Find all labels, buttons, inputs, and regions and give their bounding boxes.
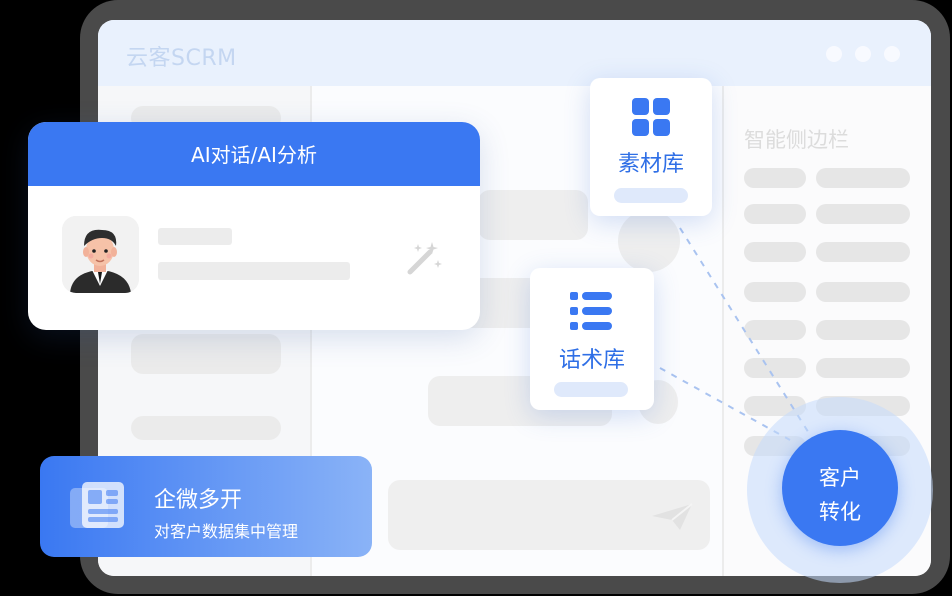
sidebar-tag [744, 204, 806, 224]
enterprise-wechat-title: 企微多开 [154, 488, 243, 513]
enterprise-wechat-card[interactable]: 企微多开 对客户数据集中管理 [40, 456, 372, 557]
ai-text-placeholder [158, 228, 232, 245]
sidebar-tag [744, 358, 806, 378]
sidebar-tag [816, 320, 910, 340]
library-bar-placeholder [554, 382, 628, 397]
nav-placeholder [131, 334, 281, 374]
sidebar-tag [744, 282, 806, 302]
sidebar-tag [816, 168, 910, 188]
app-window: 云客SCRM 智能侧边栏 [98, 20, 931, 576]
sidebar-tag [744, 242, 806, 262]
window-layout-icon [70, 482, 124, 528]
library-bar-placeholder [614, 188, 688, 203]
conversion-label-line2: 转化 [819, 500, 861, 524]
sidebar-title: 智能侧边栏 [744, 128, 849, 152]
app-title: 云客SCRM [126, 46, 237, 71]
material-library-card[interactable]: 素材库 [590, 78, 712, 216]
conversion-label-line1: 客户 [819, 466, 861, 490]
chat-avatar-placeholder [618, 210, 680, 272]
script-library-card[interactable]: 话术库 [530, 268, 654, 410]
send-icon[interactable] [650, 502, 694, 532]
material-library-label: 素材库 [617, 152, 684, 177]
customer-conversion-badge[interactable]: 客户 转化 [782, 430, 898, 546]
window-dot-1[interactable] [826, 46, 842, 62]
ai-dialog-card[interactable]: AI对话/AI分析 [28, 122, 480, 330]
script-library-label: 话术库 [558, 348, 625, 373]
sidebar-tag [744, 168, 806, 188]
window-dot-3[interactable] [884, 46, 900, 62]
sidebar-tag [816, 282, 910, 302]
sidebar-tag [816, 242, 910, 262]
grid-apps-icon [632, 98, 670, 136]
chat-bubble-placeholder [478, 190, 588, 240]
window-dot-2[interactable] [855, 46, 871, 62]
sidebar-tag [816, 204, 910, 224]
title-bar: 云客SCRM [98, 20, 931, 86]
ai-text-placeholder [158, 262, 350, 280]
list-icon [570, 292, 612, 330]
enterprise-wechat-subtitle: 对客户数据集中管理 [154, 522, 299, 541]
nav-placeholder [131, 416, 281, 440]
magic-wand-icon[interactable] [404, 238, 444, 278]
ai-card-title: AI对话/AI分析 [28, 122, 480, 186]
sidebar-tag [744, 320, 806, 340]
sidebar-tag [816, 358, 910, 378]
businessman-avatar-icon [62, 216, 139, 293]
